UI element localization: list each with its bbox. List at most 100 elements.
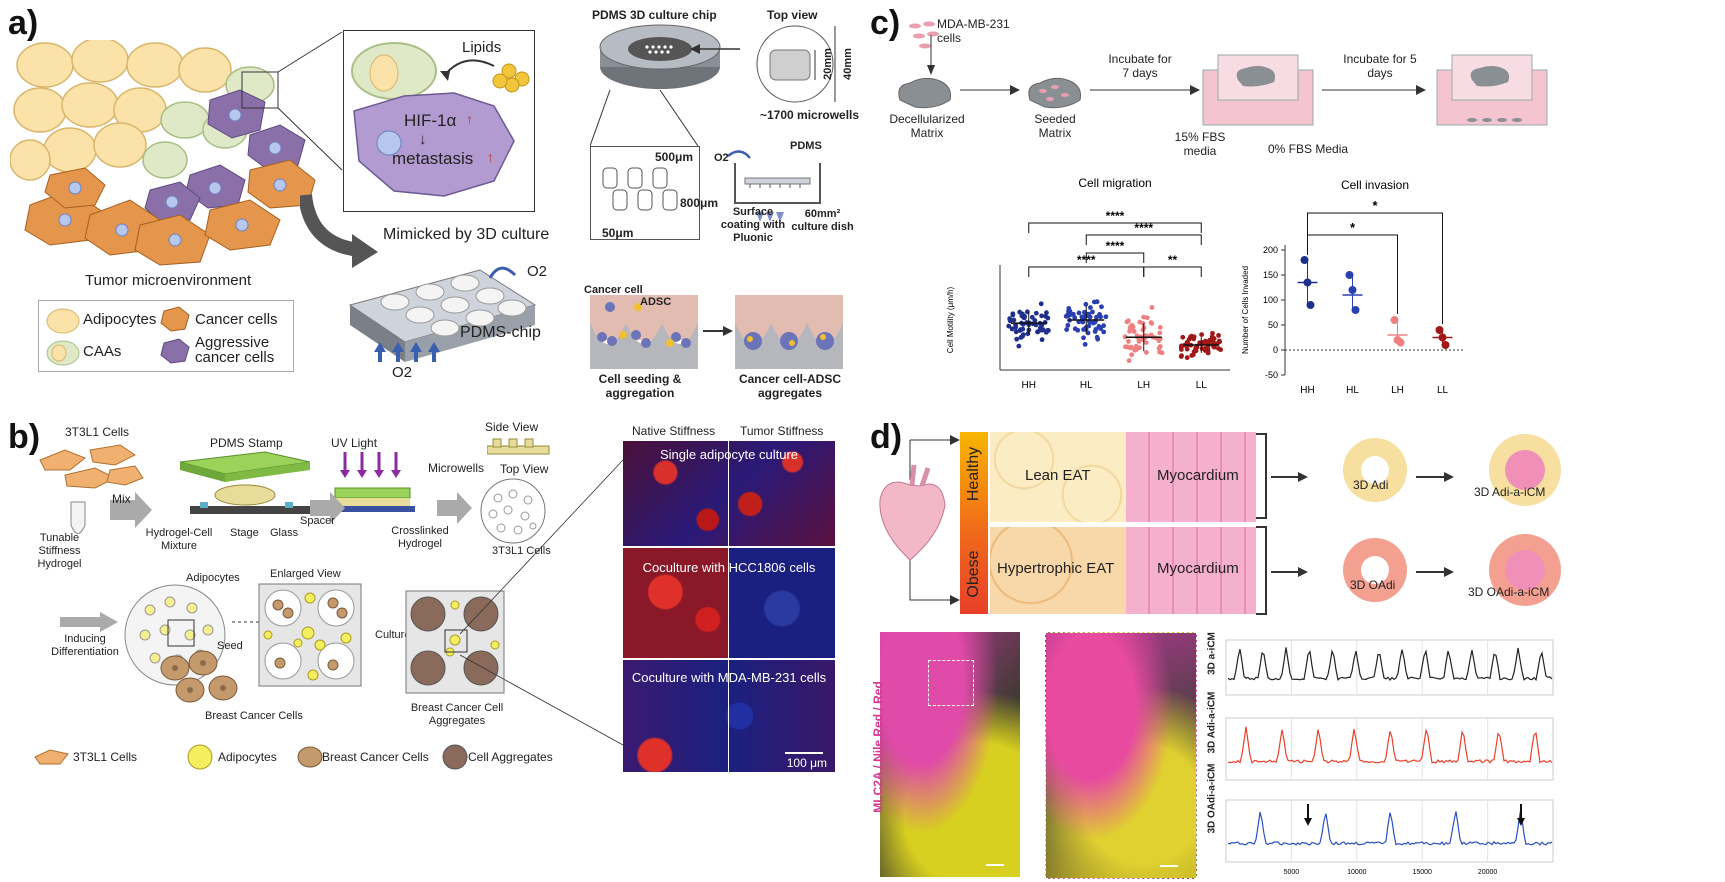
y-tick-label: -50: [1265, 370, 1278, 380]
dim-20mm: 20mm: [822, 48, 834, 80]
data-point: [1094, 314, 1099, 320]
microwell-detail-box: [590, 146, 700, 240]
significance-bracket: [1143, 266, 1202, 277]
surface-coating-label: Surface coating with Pluonic: [720, 206, 786, 244]
pdms-label: PDMS: [790, 140, 822, 152]
data-point: [1144, 349, 1149, 355]
data-point: [1130, 324, 1136, 330]
panel-label-a: a): [8, 4, 39, 42]
data-point: [1157, 349, 1162, 355]
c-cells-icon: [909, 21, 939, 49]
b-tunable-label: Tunable Stiffness Hydrogel: [37, 532, 82, 570]
data-point: [1020, 332, 1026, 338]
d-lean-eat: [990, 432, 1126, 522]
c-mda-label: MDA-MB-231 cells: [937, 17, 1010, 45]
d-trace1-label: 3D a-iCM: [1206, 632, 1218, 675]
d-myocardium-1: [1126, 432, 1256, 522]
significance-label: *: [1372, 198, 1378, 213]
d-lean-label: Lean EAT: [1025, 467, 1091, 484]
data-point: [1101, 323, 1107, 329]
chart-title: Cell migration: [1078, 176, 1151, 190]
b-mix-label: Mix: [112, 492, 131, 506]
x-tick-label: HL: [1080, 380, 1093, 391]
data-point: [1044, 310, 1049, 316]
data-point: [1013, 324, 1018, 330]
y-axis-label: Number of Cells Invaded: [1241, 266, 1250, 354]
b-side-view-illustration: [487, 438, 550, 455]
d-oadi-icm-label: 3D OAdi-a-iCM: [1468, 585, 1550, 599]
data-point: [1207, 337, 1213, 343]
b-zoom-lines: [460, 459, 624, 746]
panel-label-d: d): [870, 418, 903, 456]
b-top-view-illustration: [480, 478, 546, 544]
b-crosslinked-label: Crosslinked Hydrogel: [391, 525, 449, 550]
d-adi-icm-label: 3D Adi-a-iCM: [1474, 485, 1546, 499]
data-point: [1129, 352, 1135, 358]
data-point: [1010, 312, 1016, 318]
data-point: [1092, 319, 1098, 325]
b-3t3-label-2: 3T3L1 Cells: [492, 545, 551, 557]
top-view-illustration: [756, 25, 836, 103]
c-fbs15-label: 15% FBS media: [1174, 130, 1226, 158]
dim-50um: 50μm: [602, 226, 634, 240]
dim-40mm: 40mm: [842, 48, 854, 80]
detail-lines: [590, 90, 699, 147]
y-axis-label: Cell Motility (μm/h): [946, 286, 955, 353]
data-point: [1016, 343, 1022, 349]
data-point: [1039, 337, 1045, 343]
metastasis-label: metastasis: [392, 149, 474, 168]
d-healthy-label: Healthy: [965, 446, 982, 502]
data-point: [1022, 313, 1027, 319]
y-tick-label: 150: [1263, 270, 1278, 280]
zoom-box: Lipids HIF-1α ↑ ↓ metastasis ↑: [343, 30, 535, 212]
b-hydrogel-cell-label: Hydrogel-Cell Mixture: [145, 527, 213, 552]
data-point: [1039, 313, 1045, 319]
data-point: [1033, 310, 1039, 316]
d-oadi-label: 3D OAdi: [1350, 578, 1396, 592]
d-adi-label: 3D Adi: [1353, 478, 1389, 492]
data-point: [1070, 311, 1076, 317]
trace-tick-label: 15000: [1412, 869, 1432, 876]
d-healthy-bar: [960, 432, 988, 614]
tme-caption: Tumor microenvironment: [85, 272, 252, 289]
b-legend-3t3: 3T3L1 Cells: [73, 750, 138, 764]
trace-tick-label: 5000: [1284, 869, 1300, 876]
data-point: [1184, 346, 1190, 352]
data-point: [1075, 327, 1081, 333]
data-point: [1140, 327, 1146, 333]
panel-a-legend: Adipocytes CAAs Cancer cells Aggressive …: [38, 300, 294, 372]
b-enlarged-illustration: [258, 583, 362, 687]
cancer-cell-label: Cancer cell: [584, 284, 643, 296]
x-tick-label: LL: [1437, 385, 1449, 396]
data-point: [1216, 333, 1221, 338]
c-arrow1-icon: [960, 85, 1020, 95]
microwells-count: ~1700 microwells: [760, 108, 860, 122]
x-tick-label: HH: [1300, 385, 1314, 396]
b-legend-icons: [34, 744, 468, 770]
data-point: [1076, 310, 1082, 316]
trace-frame: [1225, 717, 1554, 781]
d-myo2-label: Myocardium: [1157, 560, 1239, 577]
d-fluorescence-image-1: [880, 632, 1020, 877]
b-culture-label: Culture: [375, 629, 411, 641]
arrow-marker-head: [1304, 818, 1312, 826]
data-point: [1306, 301, 1315, 309]
data-point: [1218, 347, 1224, 353]
data-point: [1180, 334, 1186, 340]
data-point: [1064, 327, 1070, 332]
d-brackets-arrows: [1256, 433, 1454, 615]
b-glass-label: Glass: [270, 527, 299, 539]
y-tick-label: 0: [1273, 345, 1278, 355]
o2-surface: O2: [714, 152, 729, 164]
surface-diagram: [727, 150, 821, 222]
panel-label-b: b): [8, 418, 41, 456]
data-point: [1351, 306, 1360, 314]
b-legend-adipocytes: Adipocytes: [218, 750, 277, 764]
d-obese-label: Obese: [965, 550, 982, 598]
data-point: [1087, 305, 1093, 310]
significance-label: **: [1168, 253, 1178, 267]
data-point: [1300, 256, 1309, 264]
curved-arrow-icon: [300, 194, 378, 268]
significance-label: ****: [1134, 221, 1153, 235]
